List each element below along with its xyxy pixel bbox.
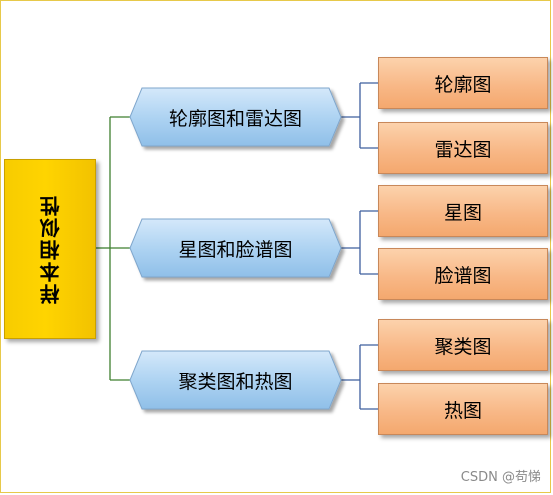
leaf-node-3-1: 聚类图 [378, 319, 548, 371]
branch-node-3: 聚类图和热图 [128, 349, 343, 411]
leaf-node-2-2: 脸谱图 [378, 248, 548, 300]
leaf-node-3-2: 热图 [378, 383, 548, 435]
watermark-text: CSDN @苟悌 [460, 470, 541, 485]
branch-1-connector [340, 82, 378, 149]
branch-2-connector [340, 210, 378, 275]
branch-label-1: 轮廓图和雷达图 [168, 107, 302, 130]
branch-label-2: 星图和脸谱图 [178, 238, 293, 261]
root-node: 样本相似性 [4, 159, 96, 339]
leaf-node-2-1: 星图 [378, 185, 548, 237]
branch-node-1: 轮廓图和雷达图 [128, 86, 343, 148]
root-label: 样本相似性 [38, 194, 63, 304]
leaf-node-1-1: 轮廓图 [378, 57, 548, 109]
branch-node-3-shape [129, 350, 342, 410]
leaf-label-1-1: 轮廓图 [434, 73, 492, 96]
branch-3-connector [340, 344, 378, 410]
leaf-node-1-2: 雷达图 [378, 122, 548, 174]
leaf-label-2-1: 星图 [443, 201, 482, 224]
leaf-label-1-2: 雷达图 [434, 138, 492, 161]
leaf-label-3-1: 聚类图 [434, 335, 492, 358]
leaf-label-2-2: 脸谱图 [434, 264, 492, 287]
branch-node-2: 星图和脸谱图 [128, 217, 343, 279]
leaf-label-3-2: 热图 [443, 399, 482, 422]
branch-node-1-shape [129, 87, 342, 147]
branch-label-3: 聚类图和热图 [178, 370, 293, 393]
branch-node-2-shape [129, 218, 342, 278]
